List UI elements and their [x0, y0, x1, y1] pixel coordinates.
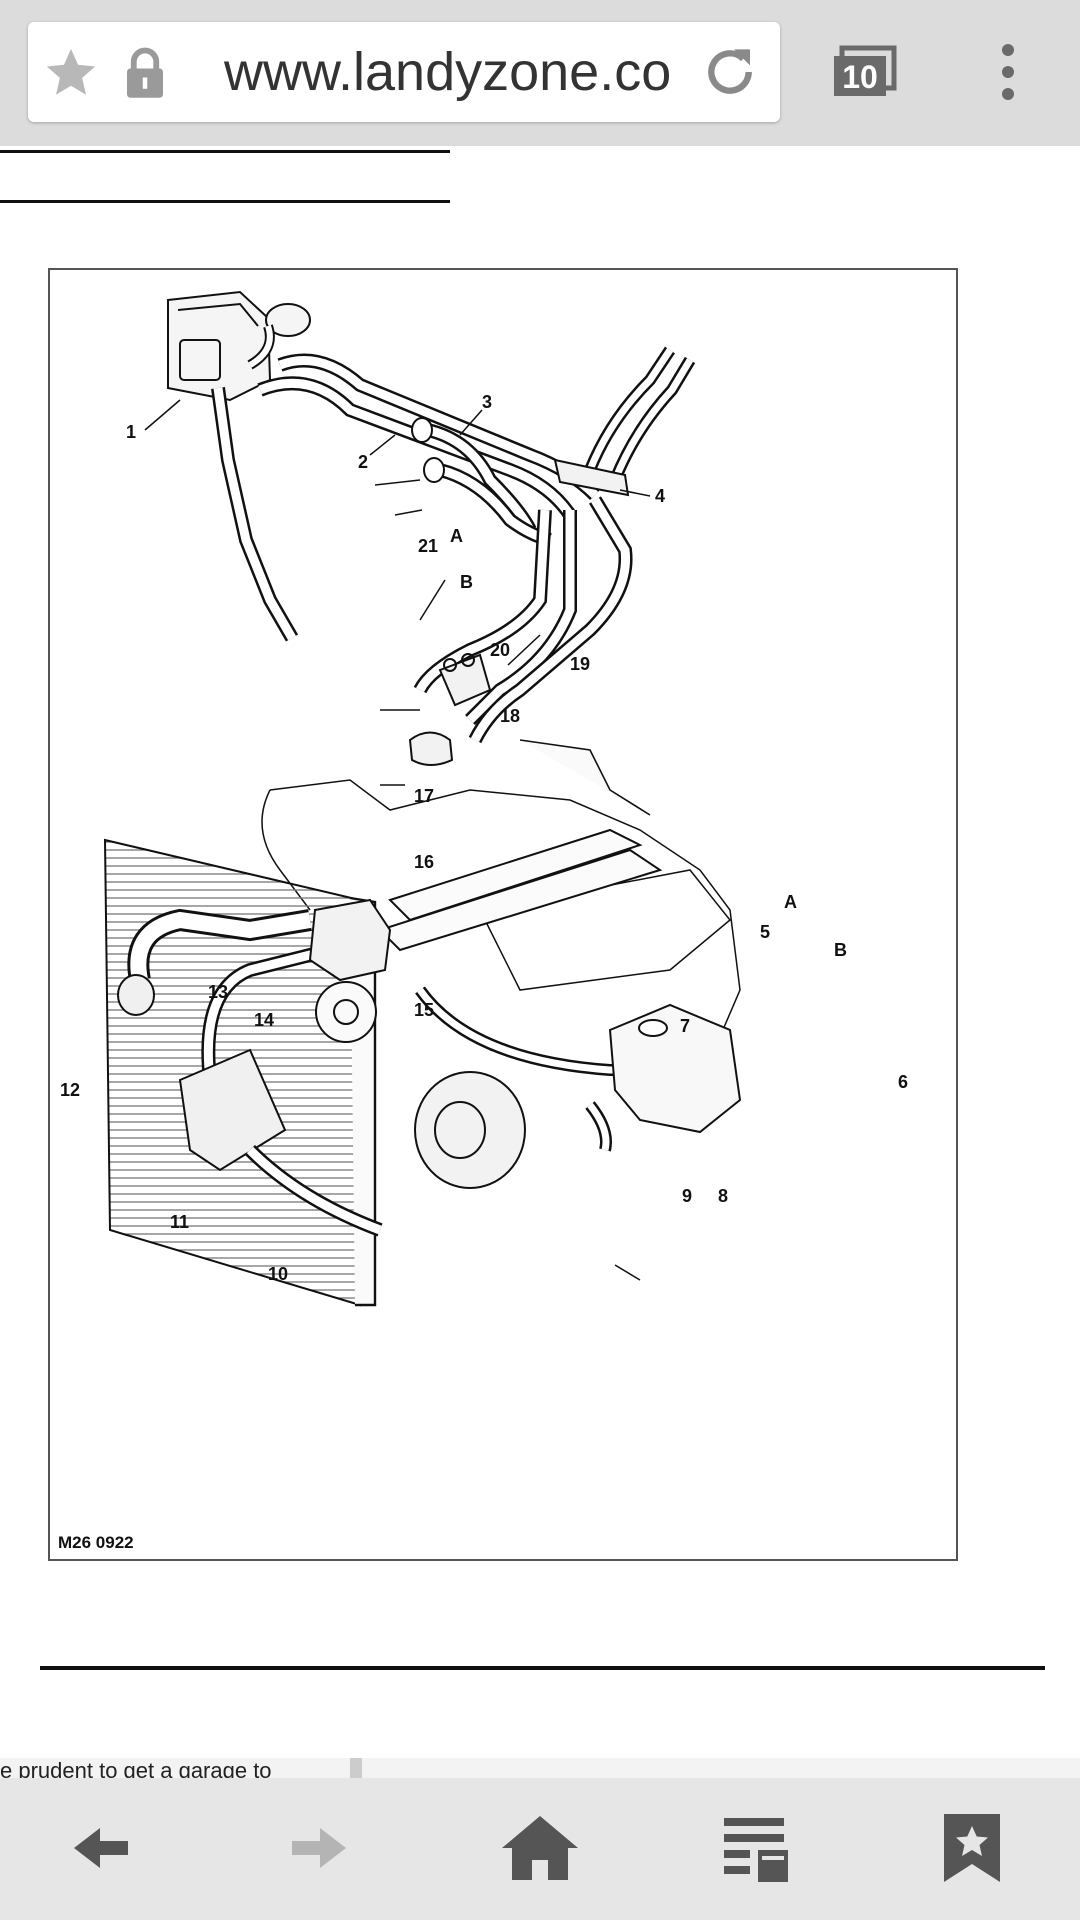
divider-line — [0, 200, 450, 203]
callout-b-lower: B — [834, 940, 847, 960]
cooling-system-diagram[interactable]: 1 2 3 4 5 6 7 8 9 10 11 12 13 14 15 16 1… — [48, 268, 958, 1561]
forward-arrow-icon — [292, 1828, 346, 1868]
tabs-button[interactable]: 10 — [828, 42, 898, 102]
callout-a-lower: A — [784, 892, 797, 912]
callout-7: 7 — [680, 1016, 690, 1036]
tab-count: 10 — [842, 59, 878, 95]
back-button[interactable] — [48, 1798, 168, 1898]
home-icon — [502, 1816, 578, 1880]
callout-20: 20 — [490, 640, 510, 660]
reading-list-button[interactable] — [696, 1798, 816, 1898]
address-bar[interactable]: www.landyzone.co — [28, 22, 780, 122]
divider-line — [40, 1666, 1045, 1670]
forward-button[interactable] — [262, 1798, 382, 1898]
callout-14: 14 — [254, 1010, 274, 1030]
callout-17: 17 — [414, 786, 434, 806]
callout-b-top: B — [460, 572, 473, 592]
callout-labels: 1 2 3 4 5 6 7 8 9 10 11 12 13 14 15 16 1… — [58, 392, 908, 1552]
callout-4: 4 — [655, 486, 665, 506]
bottom-navigation-bar — [0, 1778, 1080, 1920]
callout-2: 2 — [358, 452, 368, 472]
page-text-snippet: e prudent to get a garage to — [0, 1758, 1080, 1778]
back-arrow-icon — [74, 1828, 128, 1868]
star-icon[interactable] — [42, 44, 100, 102]
home-button[interactable] — [480, 1798, 600, 1898]
figure-code: M26 0922 — [58, 1533, 134, 1552]
callout-13: 13 — [208, 982, 228, 1002]
browser-toolbar: www.landyzone.co 10 — [0, 0, 1080, 146]
callout-18: 18 — [500, 706, 520, 726]
callout-a-top: A — [450, 526, 463, 546]
reload-icon[interactable] — [698, 40, 762, 104]
bookmarks-button[interactable] — [912, 1798, 1032, 1898]
callout-8: 8 — [718, 1186, 728, 1206]
callout-15: 15 — [414, 1000, 434, 1020]
callout-21: 21 — [418, 536, 438, 556]
overflow-menu-icon[interactable] — [990, 42, 1026, 102]
scroll-divider — [350, 1758, 362, 1778]
tabs-icon — [834, 45, 897, 96]
callout-3: 3 — [482, 392, 492, 412]
callout-19: 19 — [570, 654, 590, 674]
callout-16: 16 — [414, 852, 434, 872]
callout-12: 12 — [60, 1080, 80, 1100]
reading-list-icon — [724, 1818, 788, 1882]
bookmarks-icon — [944, 1814, 1000, 1882]
divider-line — [0, 150, 450, 153]
callout-1: 1 — [126, 422, 136, 442]
callout-10: 10 — [268, 1264, 288, 1284]
diagram-drawing: 1 2 3 4 5 6 7 8 9 10 11 12 13 14 15 16 1… — [58, 290, 908, 1552]
snippet-text: e prudent to get a garage to — [0, 1758, 272, 1778]
url-text[interactable]: www.landyzone.co — [224, 42, 672, 102]
callout-11: 11 — [170, 1212, 189, 1232]
callout-6: 6 — [898, 1072, 908, 1092]
lock-icon — [127, 47, 163, 98]
callout-5: 5 — [760, 922, 770, 942]
callout-9: 9 — [682, 1186, 692, 1206]
